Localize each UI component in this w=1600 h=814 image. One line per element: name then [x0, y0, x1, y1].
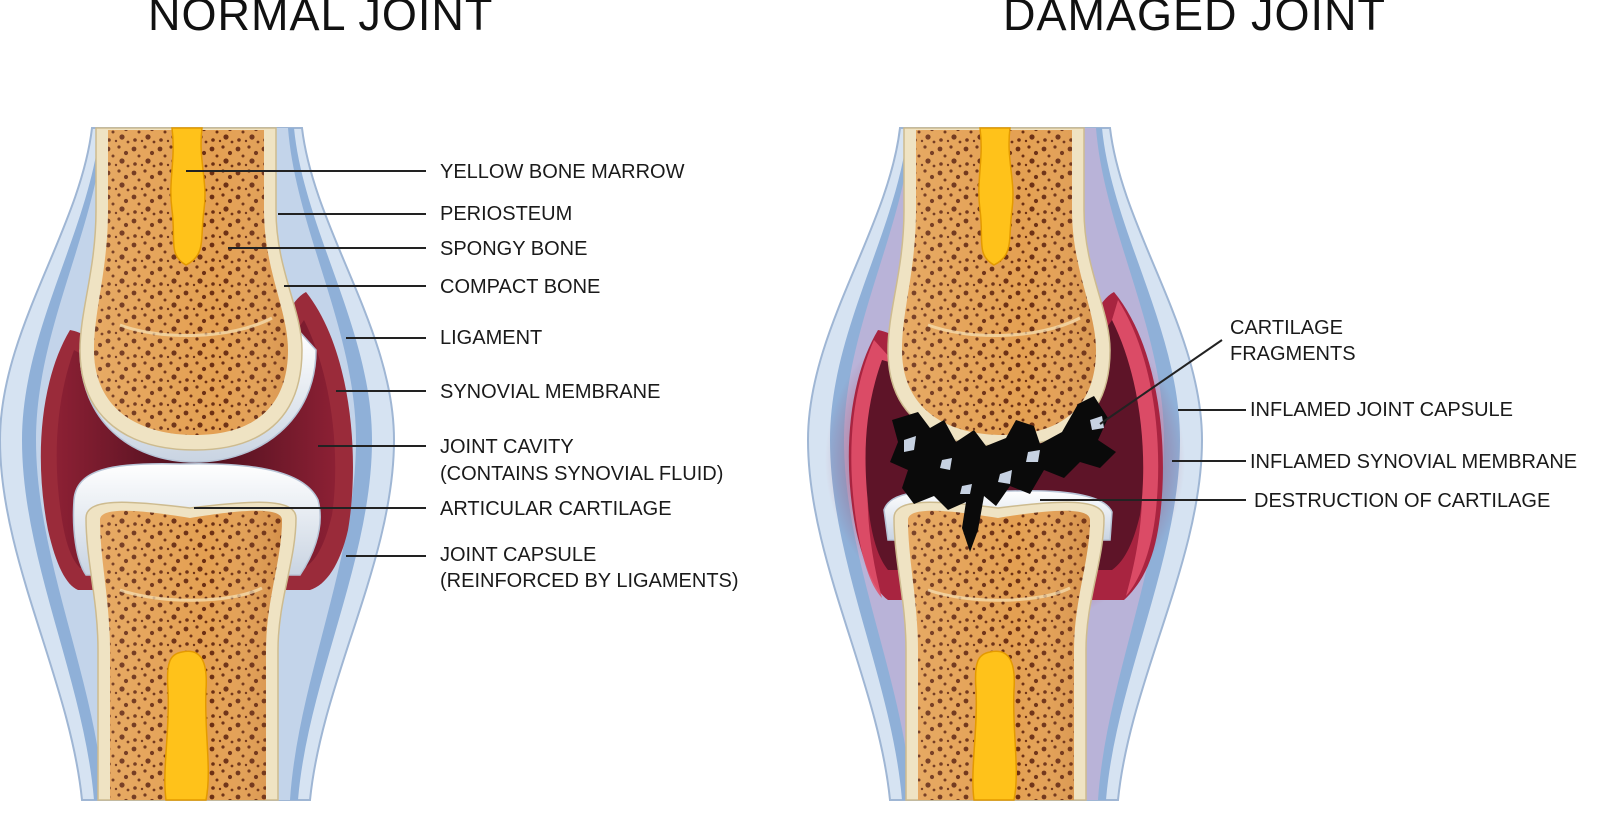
label-spongy-bone: SPONGY BONE: [440, 238, 588, 260]
label-articular-cartilage: ARTICULAR CARTILAGE: [440, 498, 672, 520]
normal-upper-yellow-bone-marrow: [170, 127, 206, 266]
damaged-joint-title: DAMAGED JOINT: [1003, 0, 1387, 40]
label-ligament: LIGAMENT: [440, 327, 543, 349]
label-inflamed-synovial-membrane: INFLAMED SYNOVIAL MEMBRANE: [1250, 451, 1578, 473]
label-inflamed-joint-capsule: INFLAMED JOINT CAPSULE: [1250, 399, 1514, 421]
label-fragments: FRAGMENTS: [1230, 343, 1356, 365]
cartilage-fragment: [904, 436, 916, 452]
label-compact-bone: COMPACT BONE: [440, 276, 601, 298]
cartilage-fragment: [960, 484, 972, 494]
label-destruction-of-cartilage: DESTRUCTION OF CARTILAGE: [1254, 490, 1551, 512]
damaged-leader-lines: [1040, 339, 1246, 501]
label-joint-capsule: JOINT CAPSULE: [440, 544, 597, 566]
label-synovial-membrane: SYNOVIAL MEMBRANE: [440, 381, 661, 403]
damaged-upper-yellow-bone-marrow: [978, 127, 1014, 266]
label-joint-cavity: JOINT CAVITY: [440, 436, 574, 458]
normal-joint-title: NORMAL JOINT: [148, 0, 494, 40]
label-periosteum: PERIOSTEUM: [440, 203, 573, 225]
label-joint-capsule-note: (REINFORCED BY LIGAMENTS): [440, 570, 739, 592]
label-cartilage: CARTILAGE: [1230, 317, 1343, 339]
label-joint-cavity-note: (CONTAINS SYNOVIAL FLUID): [440, 463, 724, 485]
normal-lower-yellow-bone-marrow: [164, 650, 210, 801]
cartilage-fragment: [1090, 416, 1104, 430]
cartilage-fragment: [998, 470, 1012, 484]
damaged-cartilage-fragments: [904, 416, 1104, 494]
label-yellow-bone-marrow: YELLOW BONE MARROW: [440, 161, 685, 183]
normal-leader-lines: [186, 170, 426, 557]
normal-joint-drawing: [0, 127, 396, 801]
damaged-inflamed-edge-right: [1112, 300, 1159, 596]
cartilage-fragment: [1026, 450, 1040, 462]
leader-cartilage-fragments: [1099, 339, 1223, 425]
damaged-joint-drawing: [806, 127, 1204, 801]
cartilage-fragment: [940, 458, 952, 470]
damaged-inflamed-edge-left: [851, 340, 892, 598]
damaged-lower-yellow-bone-marrow: [972, 650, 1018, 801]
